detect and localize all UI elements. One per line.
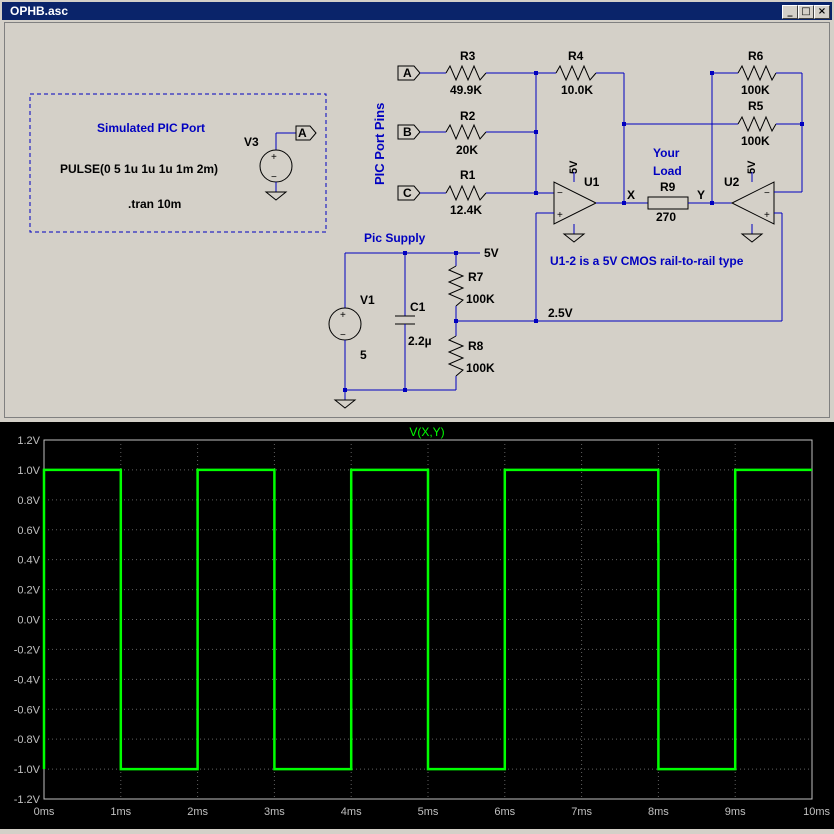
close-button[interactable]: ×	[814, 5, 830, 19]
v3-port-label: A	[298, 126, 307, 140]
window-title: OPHB.asc	[10, 4, 69, 18]
schematic-drawing: − + − + + − + − Simulated PIC Port PULSE(0 5…	[29, 49, 804, 409]
your-load-label-1: Your	[653, 146, 680, 160]
y-tick-label: -0.6V	[14, 704, 41, 716]
waveform-plot-pane[interactable]: V(X,Y) 1.2V 1.0V 0.8V 0.6V 0.4V 0.2V 0.0V -0.2V…	[0, 422, 834, 829]
series-line-vxy	[42, 468, 812, 771]
y-tick-label: -0.2V	[14, 644, 41, 656]
y-tick-label: 0.6V	[17, 525, 40, 537]
y-tick-label: -1.2V	[14, 794, 41, 806]
u2-supply-label: 5V	[746, 160, 758, 174]
minimize-button[interactable]: _	[782, 5, 798, 19]
u1-label: U1	[584, 175, 600, 189]
node-x-label: X	[627, 188, 635, 202]
pic-supply-label: Pic Supply	[364, 231, 426, 245]
r4-value: 10.0K	[561, 83, 593, 97]
opamp-note: U1-2 is a 5V CMOS rail-to-rail type	[550, 254, 744, 268]
pic-port-pins-label: PIC Port Pins	[372, 103, 387, 185]
x-tick-label: 3ms	[264, 806, 285, 818]
v1-name: V1	[360, 293, 375, 307]
y-tick-label: 0.4V	[17, 555, 40, 567]
port-b-label: B	[403, 125, 412, 139]
trace-title[interactable]: V(X,Y)	[409, 425, 444, 439]
schematic-canvas[interactable]	[4, 22, 830, 418]
r5-name: R5	[748, 99, 764, 113]
svg-text:+: +	[764, 210, 770, 221]
svg-text:+: +	[271, 152, 277, 163]
r3-value: 49.9K	[450, 83, 482, 97]
x-tick-label: 4ms	[341, 806, 362, 818]
r2-name: R2	[460, 109, 476, 123]
x-tick-label: 7ms	[571, 806, 592, 818]
svg-text:−: −	[340, 330, 346, 341]
r7-name: R7	[468, 270, 484, 284]
svg-text:+: +	[557, 210, 563, 221]
node-y-label: Y	[697, 188, 705, 202]
sim-port-title: Simulated PIC Port	[97, 121, 205, 135]
restore-button[interactable]: □	[798, 5, 814, 19]
r6-value: 100K	[741, 83, 770, 97]
r1-name: R1	[460, 168, 476, 182]
r7-value: 100K	[466, 292, 495, 306]
r8-name: R8	[468, 339, 484, 353]
y-tick-label: -0.8V	[14, 734, 41, 746]
y-tick-label: 0.0V	[17, 615, 40, 627]
u2-label: U2	[724, 175, 740, 189]
x-tick-label: 9ms	[725, 806, 746, 818]
r9-name: R9	[660, 180, 676, 194]
port-c-label: C	[403, 186, 412, 200]
y-tick-label: 0.2V	[17, 585, 40, 597]
tran-directive: .tran 10m	[128, 197, 181, 211]
schematic-window: OPHB.asc _ □ ×	[2, 2, 832, 418]
x-tick-label: 2ms	[187, 806, 208, 818]
r9-value: 270	[656, 210, 676, 224]
r8-value: 100K	[466, 361, 495, 375]
r5-value: 100K	[741, 134, 770, 148]
x-tick-label: 1ms	[110, 806, 131, 818]
svg-text:−: −	[271, 172, 277, 183]
u1-supply-label: 5V	[568, 160, 580, 174]
r4-name: R4	[568, 49, 584, 63]
pulse-directive: PULSE(0 5 1u 1u 1u 1m 2m)	[60, 162, 218, 176]
r3-name: R3	[460, 49, 476, 63]
y-tick-label: 1.2V	[17, 435, 40, 447]
y-tick-label: -1.0V	[14, 764, 41, 776]
x-tick-label: 8ms	[648, 806, 669, 818]
r1-value: 12.4K	[450, 203, 482, 217]
sim-port-box	[29, 93, 327, 233]
net-5v-label: 5V	[484, 246, 499, 260]
r6-name: R6	[748, 49, 764, 63]
c1-name: C1	[410, 300, 426, 314]
y-tick-label: -0.4V	[14, 674, 41, 686]
svg-text:−: −	[557, 188, 563, 199]
v3-label: V3	[244, 135, 259, 149]
r2-value: 20K	[456, 143, 478, 157]
title-bar[interactable]: OPHB.asc _ □ ×	[2, 2, 832, 20]
x-tick-label: 5ms	[418, 806, 439, 818]
port-a-label: A	[403, 66, 412, 80]
net-2v5-label: 2.5V	[548, 306, 573, 320]
waveform-chart[interactable]: V(X,Y) 1.2V 1.0V 0.8V 0.6V 0.4V 0.2V 0.0V -0.2V…	[0, 422, 834, 829]
svg-text:+: +	[340, 310, 346, 321]
v1-value: 5	[360, 348, 367, 362]
y-tick-label: 1.0V	[17, 465, 40, 477]
x-tick-label: 6ms	[494, 806, 515, 818]
c1-value: 2.2µ	[408, 334, 432, 348]
svg-text:−: −	[764, 188, 770, 199]
your-load-label-2: Load	[653, 164, 682, 178]
x-tick-label: 0ms	[34, 806, 55, 818]
y-tick-label: 0.8V	[17, 495, 40, 507]
x-tick-label: 10ms	[803, 806, 830, 818]
